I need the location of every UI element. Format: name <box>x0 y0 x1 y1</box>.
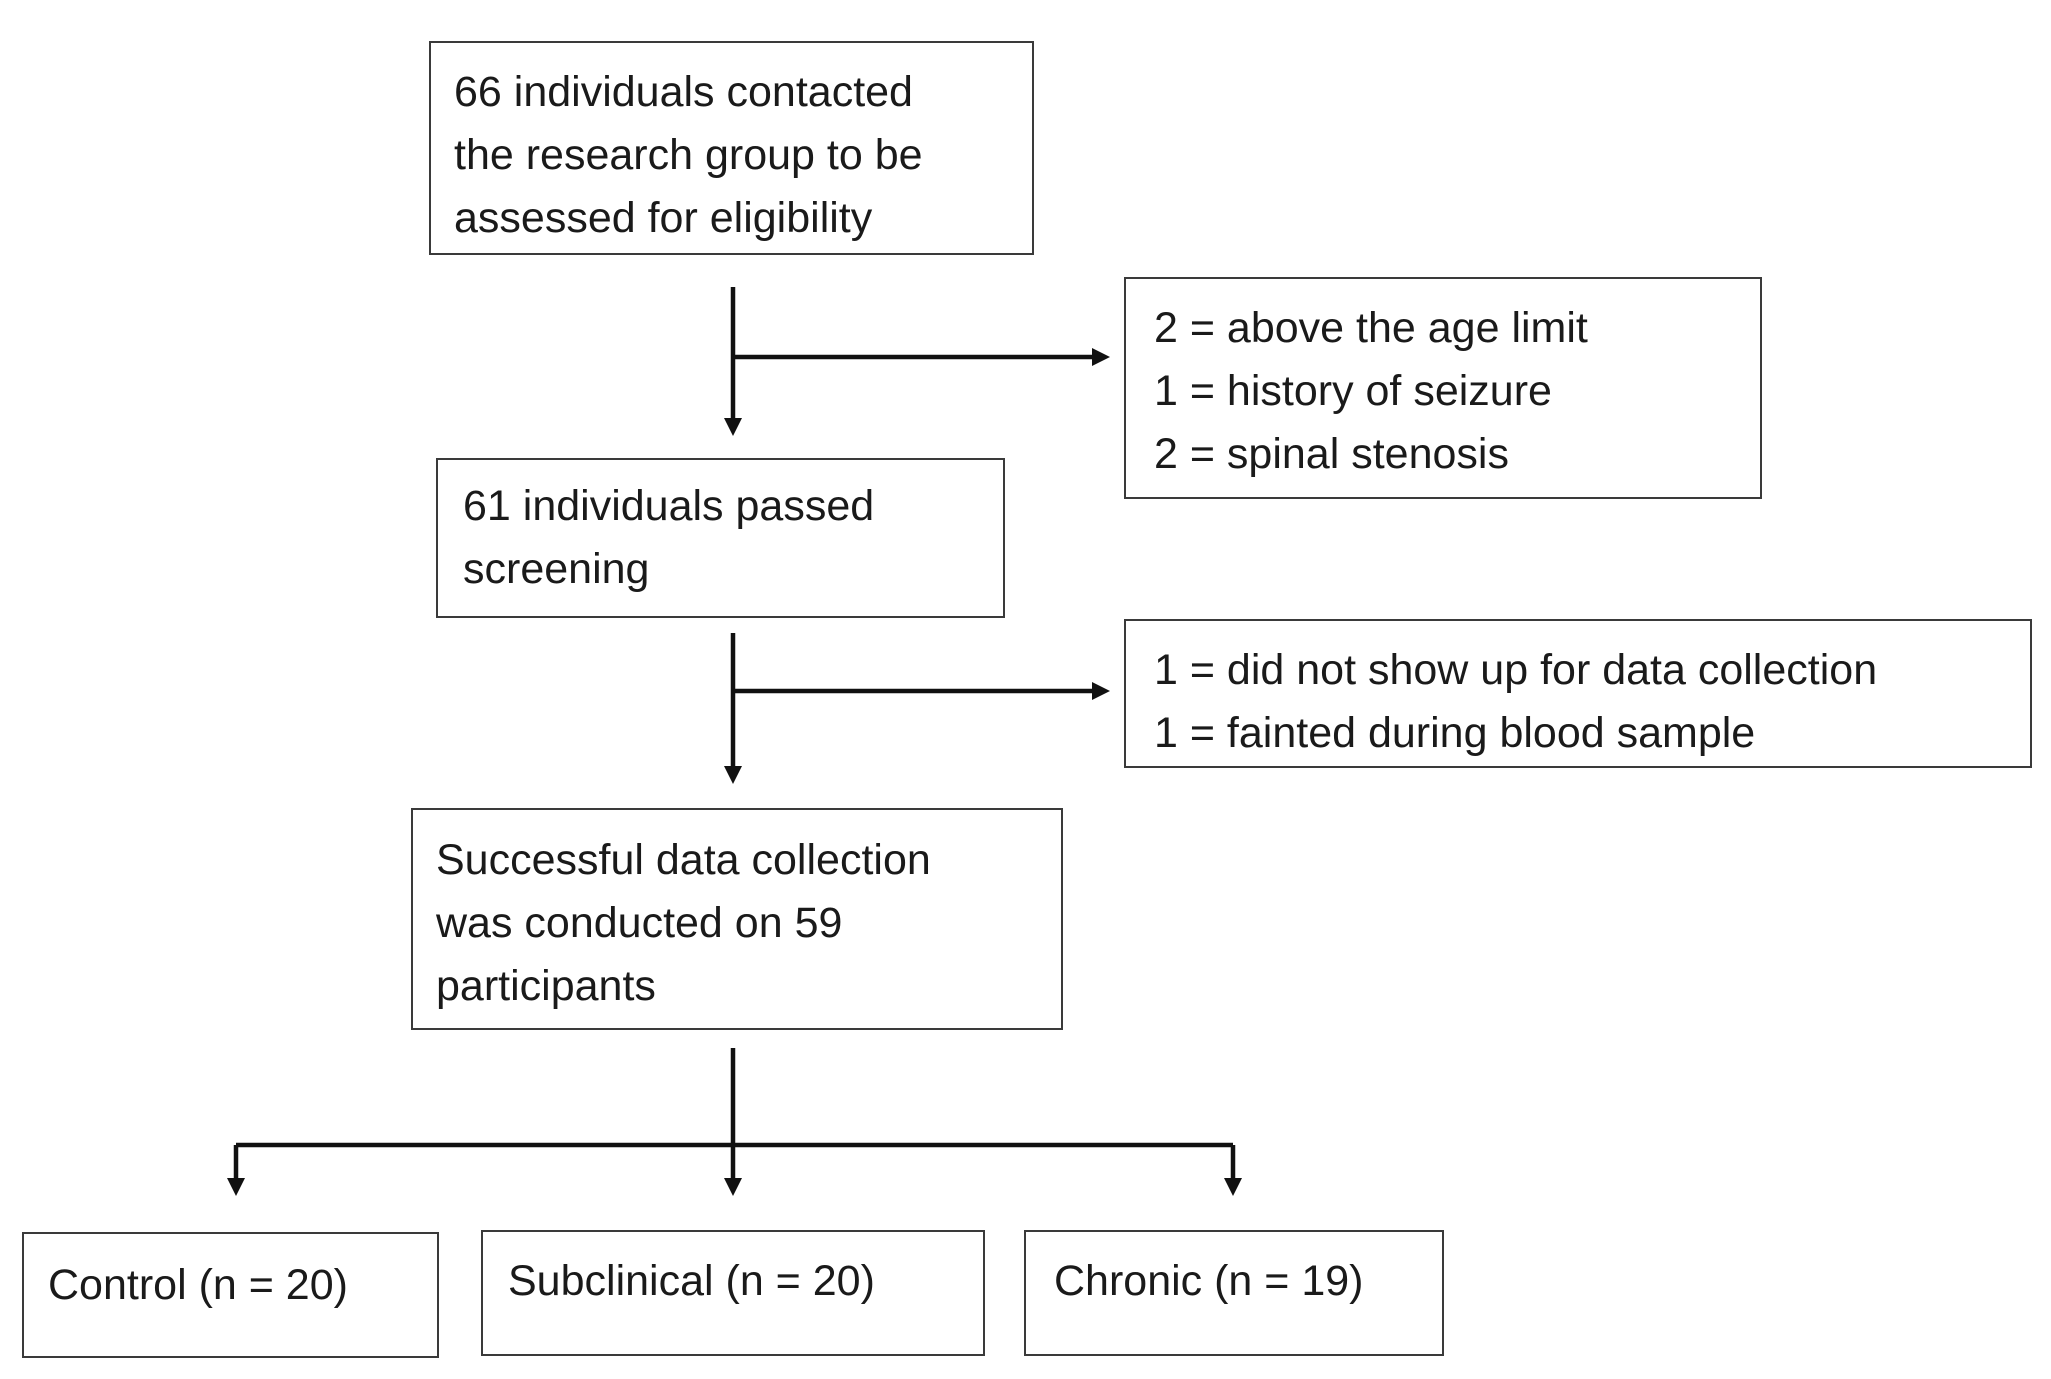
arrowhead-to-chronic <box>1224 1178 1242 1196</box>
contacted-box: 66 individuals contacted the research gr… <box>429 41 1034 255</box>
contacted-line-3: assessed for eligibility <box>454 194 873 242</box>
group-subclinical-label: Subclinical (n = 20) <box>508 1257 875 1305</box>
exclusion-collection-box: 1 = did not show up for data collection … <box>1124 619 2032 768</box>
arrowhead-to-control <box>227 1178 245 1196</box>
exclusion-seizure: 1 = history of seizure <box>1154 367 1552 415</box>
group-chronic-box: Chronic (n = 19) <box>1024 1230 1444 1356</box>
contacted-line-1: 66 individuals contacted <box>454 68 913 116</box>
arrowhead-to-subclinical <box>724 1178 742 1196</box>
group-control-label: Control (n = 20) <box>48 1261 348 1309</box>
group-control-box: Control (n = 20) <box>22 1232 439 1358</box>
arrowhead-to-exclusion-screening <box>1092 348 1110 366</box>
passed-screening-box: 61 individuals passed screening <box>436 458 1005 618</box>
arrowhead-to-exclusion-collection <box>1092 682 1110 700</box>
exclusion-screening-box: 2 = above the age limit 1 = history of s… <box>1124 277 1762 499</box>
passed-line-2: screening <box>463 545 650 593</box>
successful-line-3: participants <box>436 962 656 1010</box>
successful-line-2: was conducted on 59 <box>436 899 843 947</box>
group-chronic-label: Chronic (n = 19) <box>1054 1257 1364 1305</box>
exclusion-spinal-stenosis: 2 = spinal stenosis <box>1154 430 1509 478</box>
contacted-line-2: the research group to be <box>454 131 923 179</box>
exclusion-fainted: 1 = fainted during blood sample <box>1154 709 1756 757</box>
arrowhead-passed-to-successful <box>724 766 742 784</box>
group-subclinical-box: Subclinical (n = 20) <box>481 1230 985 1356</box>
successful-line-1: Successful data collection <box>436 836 931 884</box>
exclusion-age-limit: 2 = above the age limit <box>1154 304 1588 352</box>
passed-line-1: 61 individuals passed <box>463 482 875 530</box>
successful-collection-box: Successful data collection was conducted… <box>411 808 1063 1030</box>
arrowhead-contacted-to-passed <box>724 418 742 436</box>
exclusion-no-show: 1 = did not show up for data collection <box>1154 646 1878 694</box>
